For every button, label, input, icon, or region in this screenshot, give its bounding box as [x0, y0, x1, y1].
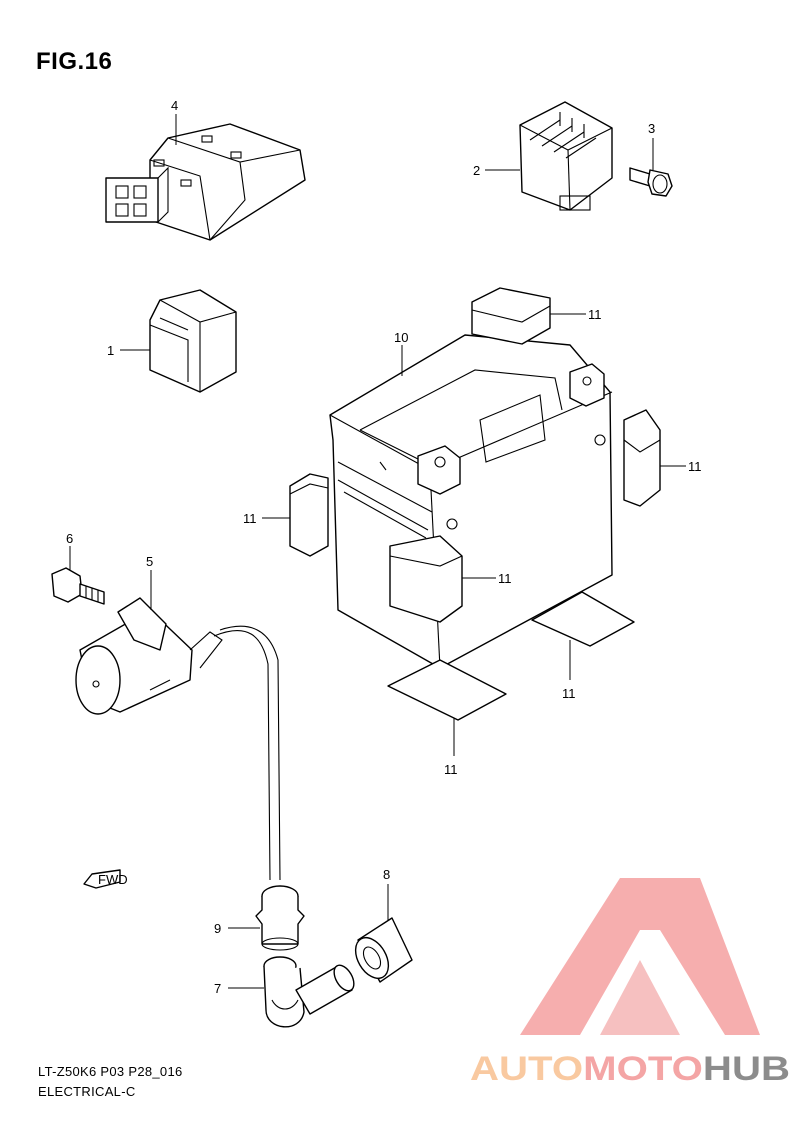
- callout-10: 10: [394, 330, 408, 345]
- part-6-bolt: [51, 567, 105, 605]
- callout-11-c: 11: [243, 511, 257, 526]
- watermark-auto: AUTO: [470, 1050, 583, 1088]
- callout-1: 1: [107, 343, 114, 358]
- watermark-triangle: [520, 878, 760, 1035]
- callout-11-b: 11: [688, 459, 702, 474]
- callout-6: 6: [66, 531, 73, 546]
- fwd-label: FWD: [98, 872, 128, 887]
- callout-3: 3: [648, 121, 655, 136]
- watermark-triangle-inner: [600, 960, 680, 1035]
- callout-4: 4: [171, 98, 178, 113]
- part-2-regulator: [519, 101, 613, 211]
- figure-title: FIG.16: [36, 48, 113, 75]
- callout-7: 7: [214, 981, 221, 996]
- part-4-cdi-unit: [105, 123, 306, 241]
- callout-2: 2: [473, 163, 480, 178]
- part-8-cap: [354, 917, 413, 983]
- watermark-hub: HUB: [703, 1050, 790, 1088]
- callout-8: 8: [383, 867, 390, 882]
- callout-5: 5: [146, 554, 153, 569]
- callout-9: 9: [214, 921, 221, 936]
- fwd-arrow-icon: FWD: [83, 869, 128, 889]
- footer-section-name: ELECTRICAL-C: [38, 1084, 136, 1099]
- part-11-pads: [289, 287, 661, 721]
- part-1-relay: [149, 289, 237, 393]
- footer-diagram-code: LT-Z50K6 P03 P28_016: [38, 1064, 183, 1079]
- callout-11-d: 11: [498, 571, 512, 586]
- part-3-bolt: [629, 167, 673, 197]
- part-5-ignition-coil: [75, 597, 281, 881]
- part-9-grommet: [255, 885, 305, 951]
- callout-11-f: 11: [444, 762, 458, 777]
- part-7-plug-cap: [263, 956, 355, 1028]
- callout-11-a: 11: [588, 307, 602, 322]
- callout-11-e: 11: [562, 686, 576, 701]
- watermark-moto: MOTO: [583, 1050, 703, 1088]
